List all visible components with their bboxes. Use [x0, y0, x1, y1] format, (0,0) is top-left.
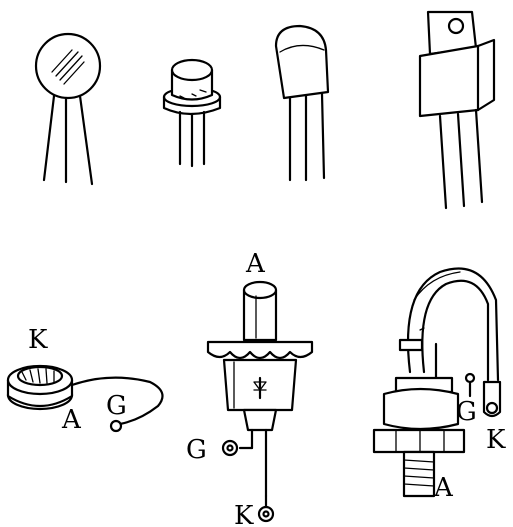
label-a-device7: A [433, 473, 454, 503]
label-g-device7: G [456, 397, 477, 427]
disc-component [34, 32, 102, 186]
stud-thyristor: G K A [372, 267, 506, 503]
disc-thyristor: K A G [6, 325, 164, 435]
label-k-device5: K [28, 325, 48, 355]
to92-transistor [274, 24, 330, 182]
label-k-device7: K [486, 425, 506, 455]
label-g-device6: G [186, 435, 207, 465]
label-a-device6: A [245, 249, 266, 279]
label-k-device6: K [234, 501, 254, 527]
to220-package [418, 10, 496, 210]
label-g-device5: G [106, 391, 127, 421]
metal-can-transistor [162, 58, 222, 168]
flanged-thyristor: A G K [186, 249, 314, 527]
label-a-device5: A [61, 405, 82, 435]
